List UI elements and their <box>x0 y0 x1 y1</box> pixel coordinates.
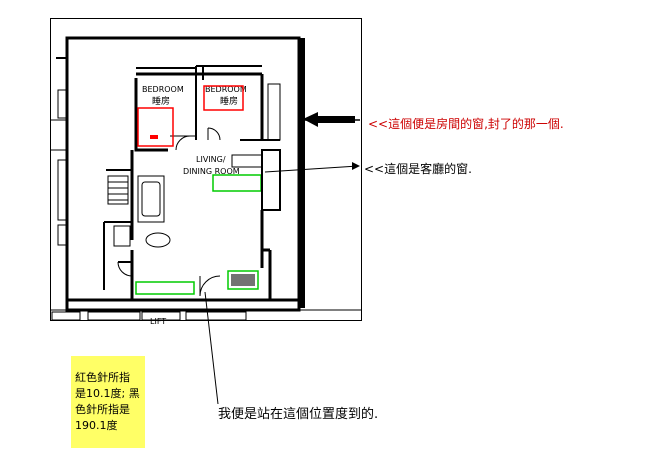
dining-table <box>145 232 171 248</box>
sticky-note-line: 190.1度 <box>75 419 118 432</box>
standing-position-note: 我便是站在這個位置度到的. <box>218 407 379 422</box>
left-wall-fragments <box>50 57 67 246</box>
living-window-bay <box>261 149 281 211</box>
green-living-window-marker <box>212 174 262 192</box>
sticky-note-line: 是10.1度; 黑 <box>75 387 140 400</box>
living-label: LIVING/ <box>196 155 226 164</box>
green-counter-marker <box>135 281 195 295</box>
red-compass-needle <box>150 135 158 139</box>
living-window-note: <<這個是客廳的窗. <box>364 162 472 176</box>
black-compass-needle <box>300 112 360 127</box>
kitchen-bath-block <box>103 150 165 300</box>
green-cabinet-marker <box>227 270 259 290</box>
bedroom-window-note: <<這個便是房間的窗,封了的那一個. <box>368 117 564 131</box>
sticky-note-line: 色針所指是 <box>75 403 130 416</box>
cabinet <box>231 154 263 168</box>
lift-label: LIFT <box>150 317 166 326</box>
standing-position-pointer <box>204 291 219 405</box>
bedroom-right-cjk: 睡房 <box>220 95 238 107</box>
bedroom-left-label: BEDROOM <box>142 85 184 94</box>
sticky-note: 紅色針所指 是10.1度; 黑 色針所指是 190.1度 <box>71 356 145 448</box>
bedroom-left-cjk: 睡房 <box>152 95 170 107</box>
sticky-note-line: 紅色針所指 <box>75 371 130 384</box>
red-window-marker <box>203 85 244 111</box>
bedroom-walls <box>134 65 281 152</box>
red-bed-marker <box>137 107 174 147</box>
bedroom-right-label: BEDROOM <box>205 85 247 94</box>
dining-label: DINING ROOM <box>183 167 240 176</box>
arrow-to-living-window <box>264 162 360 173</box>
bottom-corridor <box>50 38 361 321</box>
entrance-door-swing <box>199 275 221 297</box>
